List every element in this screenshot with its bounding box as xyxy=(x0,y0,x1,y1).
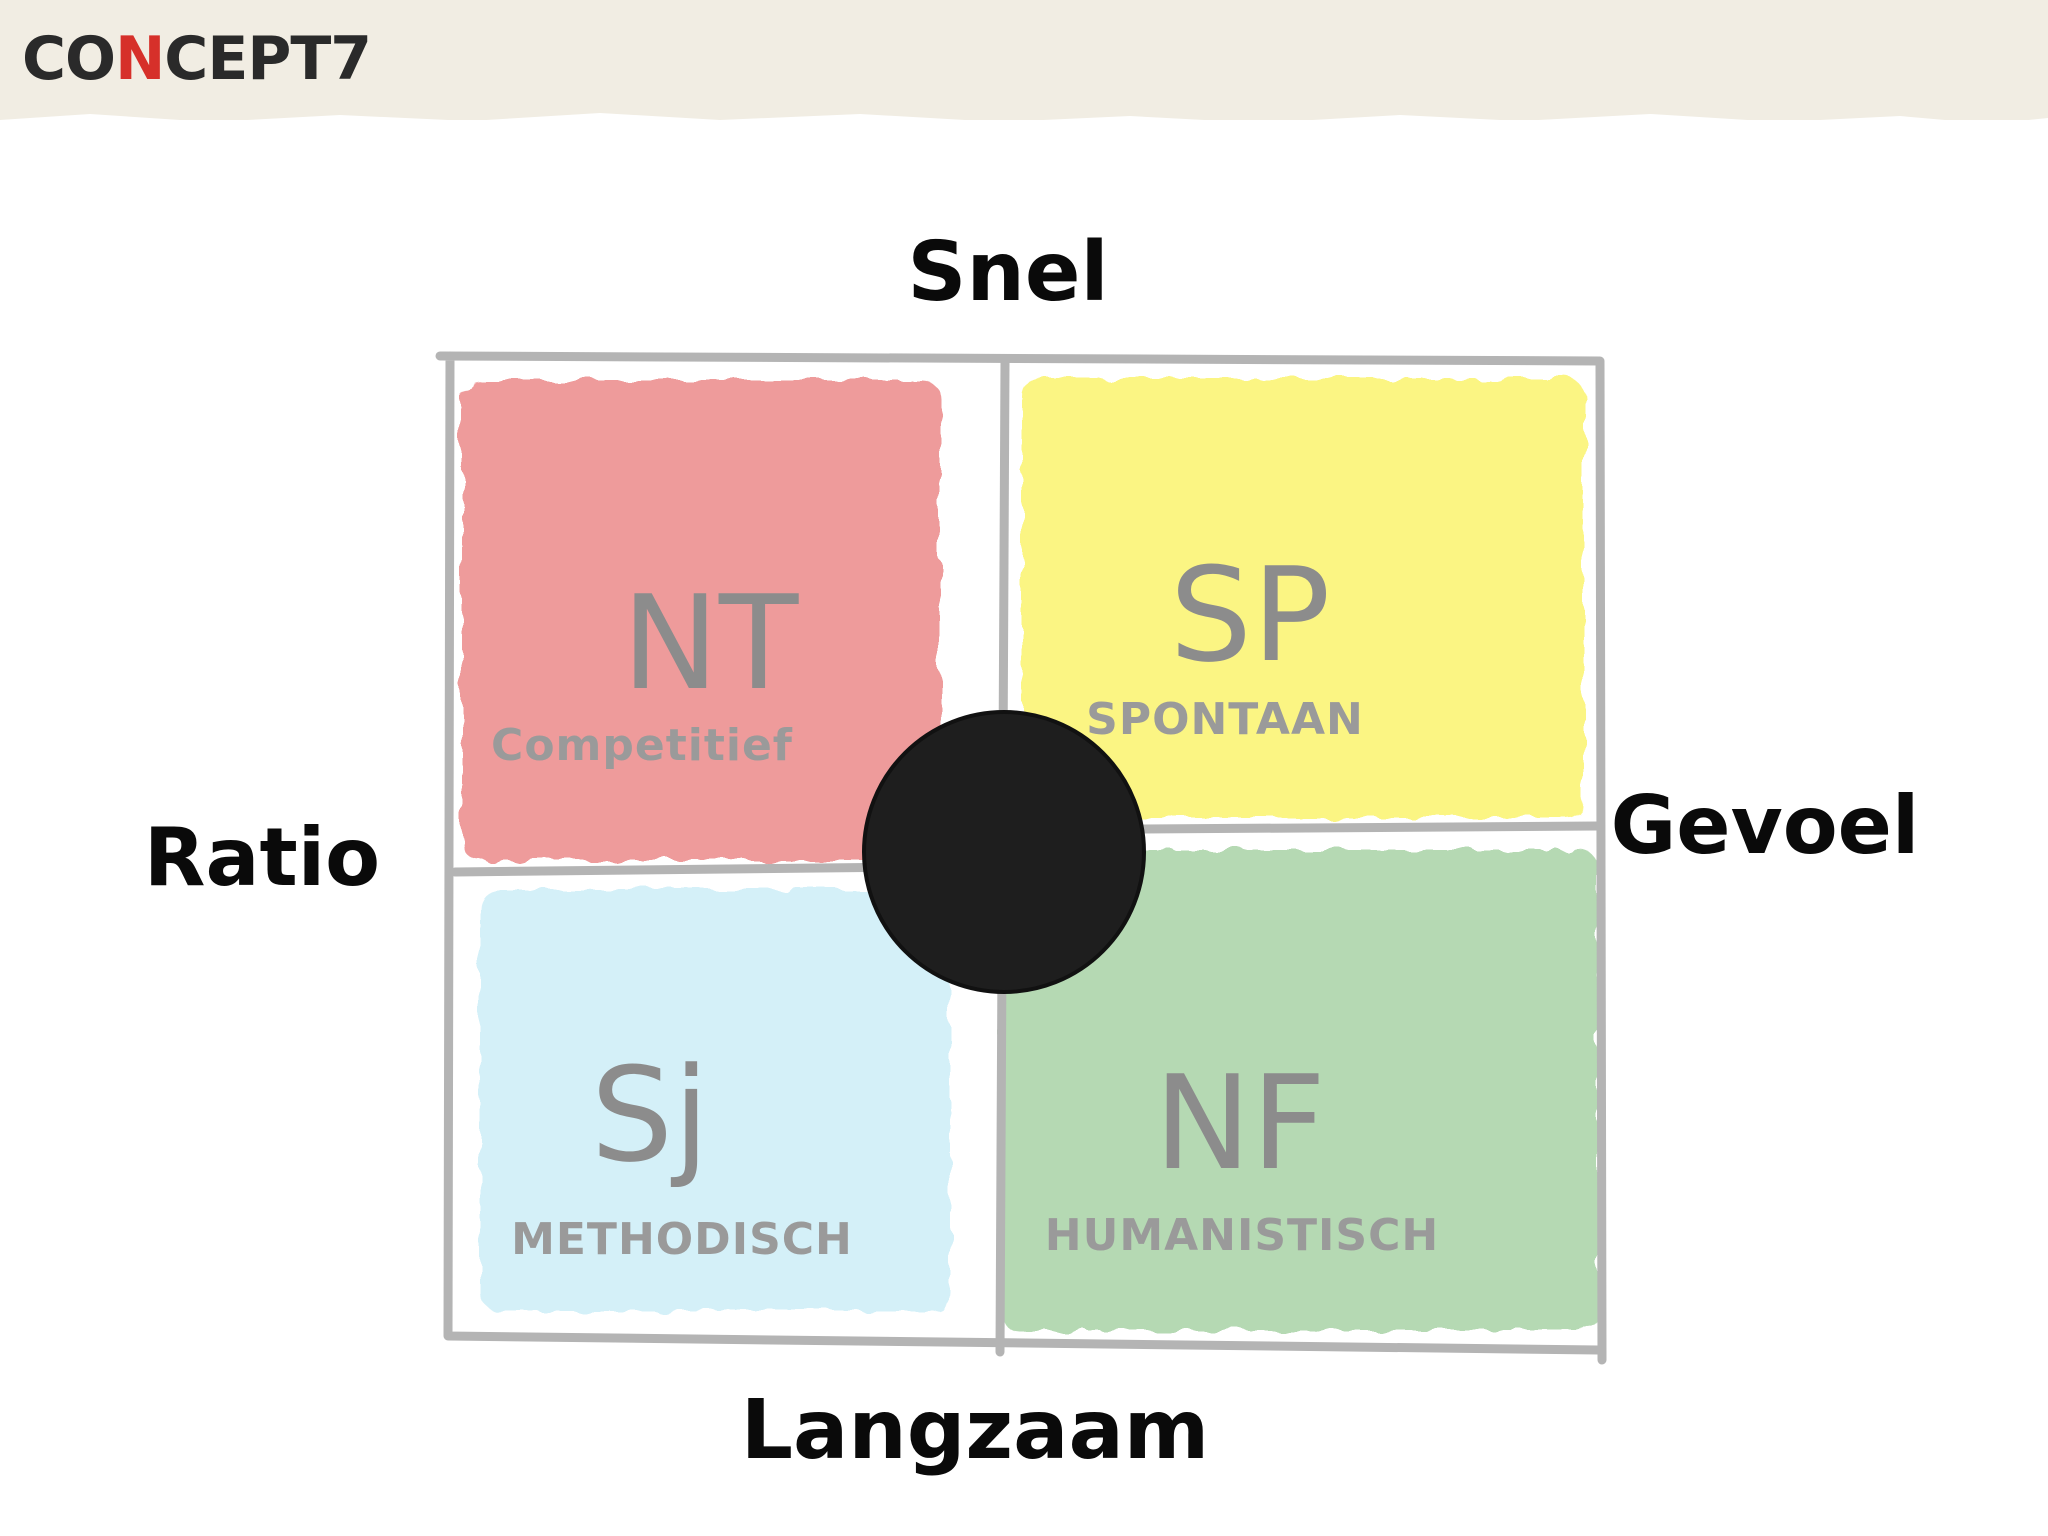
header-band xyxy=(0,0,2048,120)
center-marker xyxy=(862,710,1146,994)
axis-label-top: Snel xyxy=(907,225,1109,320)
quadrant-nf-code: NF xyxy=(1154,1047,1326,1199)
quadrant-nt-code: NT xyxy=(622,567,799,719)
quadrant-nf-word: HUMANISTISCH xyxy=(1045,1210,1439,1261)
axis-label-bottom: Langzaam xyxy=(740,1383,1210,1478)
quadrant-sj-code: Sj xyxy=(591,1039,710,1191)
quadrant-nf-fill xyxy=(1000,850,1598,1330)
concept7-logo: CONCEPT7 xyxy=(22,24,372,94)
quadrant-sj-word: METHODISCH xyxy=(511,1214,853,1265)
axis-label-left: Ratio xyxy=(143,811,381,904)
quadrant-sp-fill xyxy=(1022,378,1584,818)
quadrant-sj-fill xyxy=(480,890,950,1310)
quadrant-nt-fill xyxy=(462,380,940,860)
quadrant-sp-code: SP xyxy=(1170,539,1331,691)
quadrant-nf-color xyxy=(1000,850,1598,1330)
quadrant-nt-color xyxy=(462,380,940,860)
quadrant-sp-color xyxy=(1022,378,1584,818)
quadrant-sp-word: SPONTAAN xyxy=(1086,694,1364,745)
grid-outline xyxy=(435,351,1607,1365)
quadrant-nt-word: Competitief xyxy=(491,720,793,771)
quadrant-sj-color xyxy=(480,890,950,1310)
axis-label-right: Gevoel xyxy=(1610,779,1920,872)
header-paper-strip xyxy=(0,0,2048,120)
